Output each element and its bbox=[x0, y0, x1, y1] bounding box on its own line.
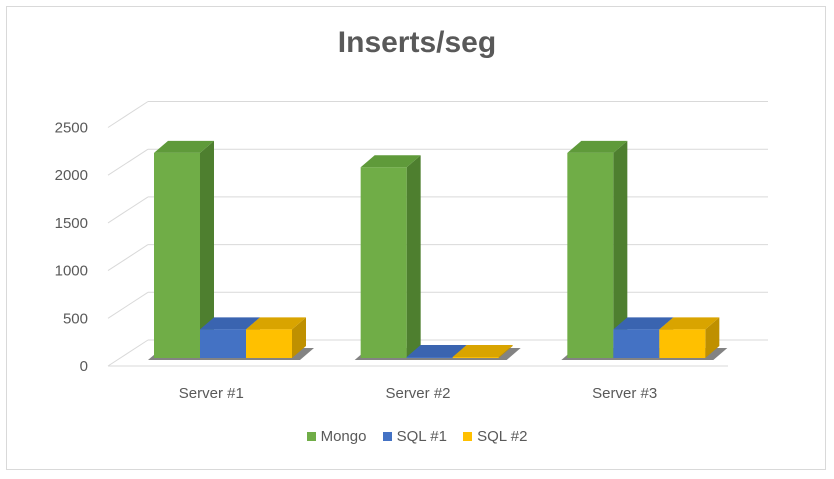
bar-sql1 bbox=[200, 329, 246, 358]
legend-swatch-sql2 bbox=[463, 432, 473, 441]
gridline-depth bbox=[107, 101, 149, 128]
legend-item-sql2: SQL #2 bbox=[463, 428, 527, 445]
gridline-depth bbox=[107, 244, 149, 272]
bar-mongo bbox=[567, 152, 614, 358]
legend-item-mongo: Mongo bbox=[306, 428, 367, 445]
bar-sql2 bbox=[246, 329, 292, 358]
legend-label-sql2: SQL #2 bbox=[477, 428, 528, 445]
x-tick-label: Server #3 bbox=[592, 385, 657, 402]
bar-side-mongo bbox=[613, 140, 628, 358]
bar-top-mongo bbox=[360, 155, 421, 168]
legend-label-sql1: SQL #1 bbox=[396, 428, 447, 445]
legend: Mongo SQL #1 SQL #2 bbox=[0, 428, 834, 445]
legend-swatch-mongo bbox=[306, 432, 316, 441]
gridline-depth bbox=[107, 291, 149, 319]
bar-side-mongo bbox=[200, 140, 214, 358]
bar-sql2 bbox=[452, 357, 499, 359]
bar-top-sql2 bbox=[246, 317, 306, 330]
legend-swatch-sql1 bbox=[382, 432, 392, 441]
gridline-depth bbox=[107, 148, 149, 176]
bar-top-sql1 bbox=[200, 317, 260, 330]
bar-mongo bbox=[154, 152, 200, 358]
legend-item-sql1: SQL #1 bbox=[382, 428, 447, 445]
bar-sql1 bbox=[406, 357, 453, 359]
bar-side-sql2 bbox=[705, 317, 720, 358]
x-tick-label: Server #2 bbox=[385, 385, 450, 402]
y-tick-label: 2000 bbox=[55, 167, 88, 184]
bar-top-sql1 bbox=[613, 317, 674, 330]
bar-side-mongo bbox=[406, 155, 421, 358]
y-tick-label: 500 bbox=[63, 310, 88, 327]
bar-top-mongo bbox=[567, 140, 628, 153]
bar-top-mongo bbox=[154, 140, 214, 153]
y-tick-label: 0 bbox=[80, 358, 88, 375]
bar-sql2 bbox=[659, 329, 706, 358]
bar-top-sql2 bbox=[659, 317, 720, 330]
bar-top-sql2 bbox=[452, 345, 513, 358]
bar-side-sql2 bbox=[292, 317, 306, 358]
y-tick-label: 1500 bbox=[55, 215, 88, 232]
bar-side-sql2 bbox=[498, 345, 513, 358]
chart-title: Inserts/seg bbox=[337, 26, 497, 59]
gridline-depth bbox=[107, 339, 149, 367]
bar-sql1 bbox=[613, 329, 660, 358]
x-tick-label: Server #1 bbox=[179, 385, 244, 402]
legend-label-mongo: Mongo bbox=[320, 428, 367, 445]
bar-mongo bbox=[360, 167, 407, 358]
bar-top-sql1 bbox=[406, 345, 467, 358]
gridline-depth bbox=[107, 196, 149, 224]
y-tick-label: 2500 bbox=[55, 120, 88, 137]
y-tick-label: 1000 bbox=[55, 263, 88, 280]
